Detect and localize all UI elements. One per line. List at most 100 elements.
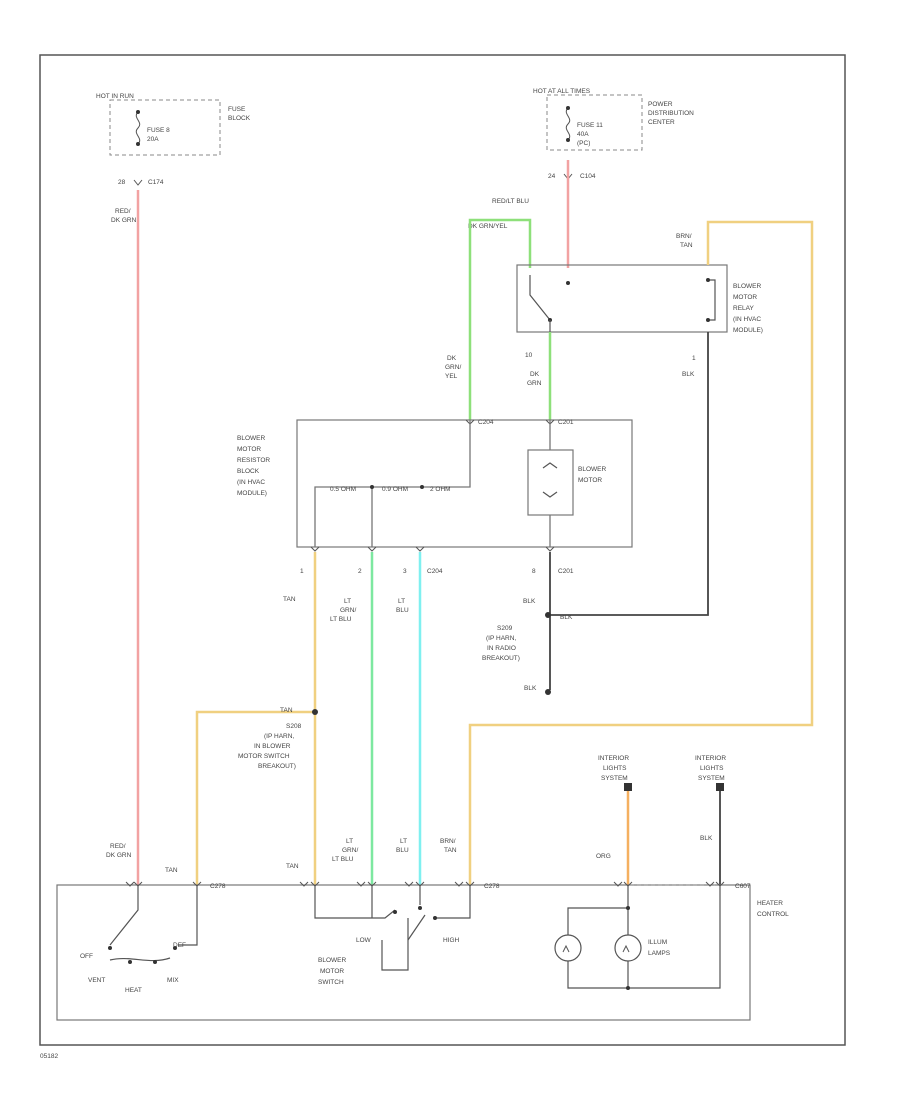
blower-motor-relay [516, 264, 728, 333]
svg-text:LT BLU: LT BLU [330, 616, 352, 623]
svg-text:MOTOR: MOTOR [578, 477, 602, 484]
fuse-block-box [109, 99, 221, 156]
svg-text:LAMPS: LAMPS [648, 950, 671, 957]
svg-text:BREAKOUT): BREAKOUT) [258, 763, 296, 770]
svg-text:LT: LT [344, 598, 351, 605]
svg-text:DISTRIBUTION: DISTRIBUTION [648, 110, 694, 117]
svg-text:MOTOR: MOTOR [733, 294, 757, 301]
svg-text:0.9 OHM: 0.9 OHM [382, 486, 408, 493]
svg-text:C204: C204 [427, 568, 443, 575]
svg-text:MOTOR: MOTOR [237, 446, 261, 453]
svg-text:MODULE): MODULE) [733, 327, 763, 334]
wire-blk-relay [548, 332, 709, 616]
fuse-block-label-2: BLOCK [228, 115, 251, 122]
svg-text:IN RADIO: IN RADIO [487, 645, 516, 652]
fuse8-label-1: FUSE 8 [147, 127, 170, 134]
svg-text:BLOWER: BLOWER [237, 435, 265, 442]
blower-motor [527, 449, 574, 516]
wire-dkgrn-yel [468, 218, 532, 420]
svg-text:TAN: TAN [165, 867, 178, 874]
svg-text:(PC): (PC) [577, 140, 590, 147]
svg-text:LIGHTS: LIGHTS [603, 765, 627, 772]
interior-lights-system-1 [624, 783, 632, 791]
pdc-box [546, 94, 643, 151]
svg-text:HOT AT ALL TIMES: HOT AT ALL TIMES [533, 88, 591, 95]
svg-text:BRN/: BRN/ [676, 233, 692, 240]
ground-icon [545, 689, 551, 695]
svg-text:TAN: TAN [286, 863, 299, 870]
svg-text:MODULE): MODULE) [237, 490, 267, 497]
svg-text:8: 8 [532, 568, 536, 575]
svg-text:DK GRN/YEL: DK GRN/YEL [468, 223, 508, 230]
svg-text:LT BLU: LT BLU [332, 856, 354, 863]
svg-text:HIGH: HIGH [443, 937, 460, 944]
diagram-frame [39, 54, 846, 1046]
svg-text:C201: C201 [558, 419, 574, 426]
svg-text:LOW: LOW [356, 937, 372, 944]
svg-text:HEAT: HEAT [125, 987, 142, 994]
svg-text:BLK: BLK [523, 598, 536, 605]
splice-s209 [545, 612, 551, 618]
wire-brn-tan [468, 220, 814, 885]
svg-text:BLK: BLK [560, 614, 573, 621]
svg-text:RESISTOR: RESISTOR [237, 457, 270, 464]
figure-id: 05182 [40, 1053, 58, 1060]
svg-text:TAN: TAN [444, 847, 457, 854]
svg-text:BRN/: BRN/ [440, 838, 456, 845]
svg-text:1: 1 [692, 355, 696, 362]
svg-text:28: 28 [118, 179, 126, 186]
relay-coil-icon [708, 279, 716, 321]
svg-text:BLOWER: BLOWER [578, 466, 606, 473]
blower-motor-resistor-block [296, 419, 633, 548]
svg-text:BLU: BLU [396, 847, 409, 854]
svg-text:IN BLOWER: IN BLOWER [254, 743, 291, 750]
svg-text:POWER: POWER [648, 101, 673, 108]
relay-contact-icon [529, 275, 551, 321]
svg-text:LT: LT [346, 838, 353, 845]
svg-text:BLK: BLK [700, 835, 713, 842]
svg-text:SYSTEM: SYSTEM [601, 775, 628, 782]
svg-text:VENT: VENT [88, 977, 105, 984]
fuse8-icon [135, 111, 141, 145]
svg-text:SYSTEM: SYSTEM [698, 775, 725, 782]
svg-text:(IP HARN,: (IP HARN, [486, 635, 516, 642]
fuse11-icon [565, 107, 571, 141]
svg-text:(IN HVAC: (IN HVAC [237, 479, 265, 486]
splice-s208 [312, 709, 318, 715]
motor-icon [542, 462, 558, 498]
svg-text:2 OHM: 2 OHM [430, 486, 451, 493]
svg-text:TAN: TAN [283, 596, 296, 603]
heater-control [56, 884, 751, 1021]
svg-text:C104: C104 [580, 173, 596, 180]
svg-text:DEF: DEF [173, 942, 186, 949]
resistor-internal-wiring [314, 420, 471, 547]
svg-text:LT: LT [400, 838, 407, 845]
svg-text:ILLUM: ILLUM [648, 939, 667, 946]
svg-text:FUSE 11: FUSE 11 [577, 122, 603, 129]
svg-text:YEL: YEL [445, 373, 458, 380]
svg-text:OFF: OFF [80, 953, 93, 960]
svg-text:MOTOR SWITCH: MOTOR SWITCH [238, 753, 290, 760]
fuse-block-label-1: FUSE [228, 106, 246, 113]
svg-text:DK: DK [447, 355, 457, 362]
svg-text:RED/: RED/ [115, 208, 131, 215]
svg-text:(IP HARN,: (IP HARN, [264, 733, 294, 740]
svg-text:C201: C201 [558, 568, 574, 575]
svg-text:INTERIOR: INTERIOR [695, 755, 726, 762]
svg-text:CENTER: CENTER [648, 119, 675, 126]
svg-text:GRN/: GRN/ [340, 607, 356, 614]
svg-text:GRN/: GRN/ [342, 847, 358, 854]
svg-text:S208: S208 [286, 723, 302, 730]
svg-text:TAN: TAN [680, 242, 693, 249]
svg-text:RED/: RED/ [110, 843, 126, 850]
svg-text:40A: 40A [577, 131, 589, 138]
mode-switch [109, 885, 198, 962]
svg-text:DK GRN: DK GRN [106, 852, 132, 859]
svg-text:1: 1 [300, 568, 304, 575]
svg-text:TAN: TAN [280, 707, 293, 714]
svg-text:0.5 OHM: 0.5 OHM [330, 486, 356, 493]
svg-text:DK GRN: DK GRN [111, 217, 137, 224]
svg-text:3: 3 [403, 568, 407, 575]
svg-text:BLK: BLK [682, 371, 695, 378]
